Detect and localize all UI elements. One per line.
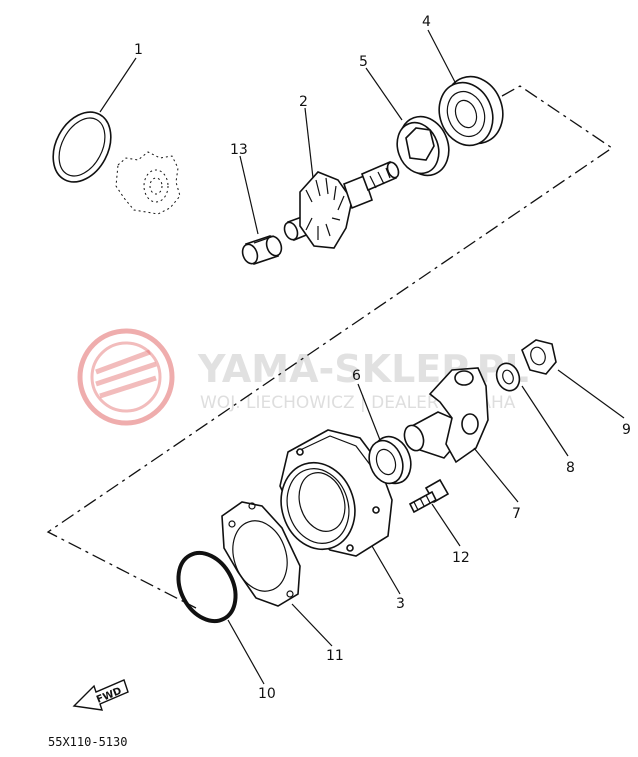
part-2-bevel-gear-shaft [283,160,400,249]
callout-11: 11 [326,648,344,664]
callout-2: 2 [299,94,308,110]
part-8-washer [495,362,521,392]
callout-10: 10 [258,686,276,702]
part-11-gasket [221,501,301,607]
callout-3: 3 [396,596,405,612]
watermark-logo [77,328,175,426]
part-13-bush [241,235,283,265]
callout-6: 6 [352,368,361,384]
part-10-o-ring [176,550,238,624]
fwd-arrow: FWD [72,679,129,711]
callout-5: 5 [359,54,368,70]
leader-lines [99,29,625,685]
part-6-bearing [368,435,412,485]
callout-12: 12 [452,550,470,566]
callout-1: 1 [134,42,143,58]
callout-4: 4 [422,14,431,30]
callout-13: 13 [230,142,248,158]
part-7-yoke [403,367,489,464]
diagram-code: 55X110-5130 [48,735,127,749]
part-3-gear-housing [279,429,393,557]
callout-7: 7 [512,506,521,522]
assembly-boundary-line [46,85,614,609]
reference-gear-dotted [115,151,181,215]
callout-8: 8 [566,460,575,476]
callout-9: 9 [622,422,631,438]
part-12-bolt [408,478,450,514]
part-9-nut [521,339,557,375]
part-4-bearing [438,75,504,147]
part-5-hex-retainer [396,115,450,177]
callout-labels: 1 2 3 4 5 6 7 8 9 10 11 12 13 [134,14,631,702]
part-1-o-ring [52,111,112,183]
